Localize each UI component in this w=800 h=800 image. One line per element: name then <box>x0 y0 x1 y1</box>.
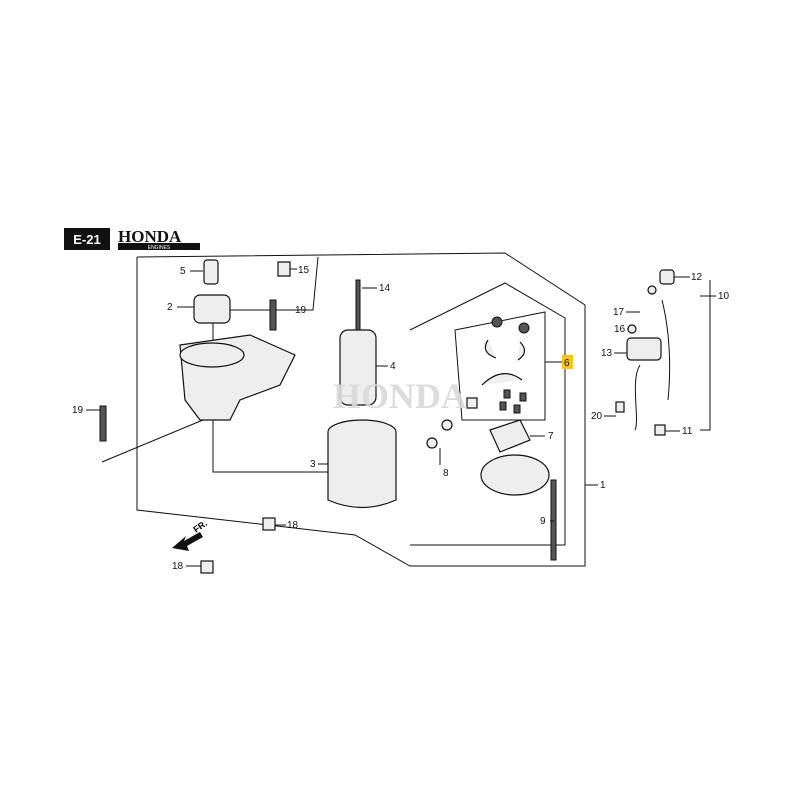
callout[interactable]: 4 <box>376 361 396 372</box>
callout[interactable]: 5 <box>180 266 203 277</box>
svg-text:9: 9 <box>540 516 546 527</box>
svg-text:18: 18 <box>172 561 184 572</box>
callout[interactable]: 3 <box>310 459 328 470</box>
frame-line <box>409 282 566 546</box>
brand-logo: HONDA <box>118 227 182 246</box>
assembly-frame <box>136 252 586 567</box>
frame-line <box>700 280 711 431</box>
callout[interactable]: 2 <box>167 302 194 313</box>
svg-text:11: 11 <box>682 426 693 437</box>
svg-text:3: 3 <box>310 459 316 470</box>
svg-text:7: 7 <box>548 431 554 442</box>
svg-text:1: 1 <box>600 480 606 491</box>
rubber-bush <box>200 517 276 574</box>
svg-text:13: 13 <box>601 348 613 359</box>
callout[interactable]: 19 <box>278 305 307 316</box>
callout[interactable]: 8 <box>439 448 449 479</box>
brand-sub: ENGINES <box>148 245 171 251</box>
callout[interactable]: 17 <box>613 307 640 318</box>
brand-bar <box>118 243 200 250</box>
svg-text:8: 8 <box>443 468 449 479</box>
armature <box>339 279 377 406</box>
callout[interactable]: 1 <box>585 480 606 491</box>
pinion-sleeve <box>203 259 219 285</box>
watermark: HONDA <box>333 376 467 416</box>
pinion-gear <box>193 294 231 324</box>
solenoid <box>615 269 675 436</box>
section-badge <box>64 228 110 250</box>
svg-text:15: 15 <box>298 265 310 276</box>
svg-text:12: 12 <box>691 272 703 283</box>
section-code: E-21 <box>73 232 100 247</box>
end-cover <box>480 454 550 496</box>
clip <box>277 261 291 277</box>
front-direction-arrow: FR. <box>172 518 209 551</box>
callout[interactable]: 13 <box>601 348 627 359</box>
callout[interactable]: 20 <box>591 411 616 422</box>
bolt <box>99 299 277 442</box>
brush-holder <box>489 419 531 453</box>
callout[interactable]: 7 <box>530 431 554 442</box>
svg-text:16: 16 <box>614 324 626 335</box>
callout[interactable]: 15 <box>290 265 310 276</box>
callout[interactable]: 19 <box>72 405 100 416</box>
svg-text:14: 14 <box>379 283 391 294</box>
callout[interactable]: 10 <box>700 291 730 302</box>
leader <box>101 414 216 463</box>
callout-highlighted[interactable]: 6 <box>545 355 573 369</box>
callout[interactable]: 11 <box>665 426 693 437</box>
svg-text:6: 6 <box>564 358 570 369</box>
starter-bracket <box>179 334 296 421</box>
svg-text:20: 20 <box>591 411 603 422</box>
callout[interactable]: 14 <box>362 283 391 294</box>
svg-text:2: 2 <box>167 302 173 313</box>
through-bolt <box>550 479 557 561</box>
callout[interactable]: 18 <box>172 561 201 572</box>
svg-text:5: 5 <box>180 266 186 277</box>
callout[interactable]: 16 <box>614 324 628 335</box>
svg-text:19: 19 <box>72 405 84 416</box>
svg-text:19: 19 <box>295 305 307 316</box>
svg-text:17: 17 <box>613 307 625 318</box>
front-label: FR. <box>191 518 209 535</box>
callout[interactable]: 18 <box>275 520 299 531</box>
svg-text:18: 18 <box>287 520 299 531</box>
yoke <box>327 419 397 509</box>
frame-line <box>213 256 319 311</box>
svg-text:4: 4 <box>390 361 396 372</box>
brush-kit-parts <box>466 316 530 414</box>
callout[interactable]: 12 <box>674 272 703 283</box>
svg-text:10: 10 <box>718 291 730 302</box>
callout[interactable]: 9 <box>540 516 554 527</box>
kit-frame <box>454 311 546 421</box>
nut-washer <box>426 419 453 449</box>
